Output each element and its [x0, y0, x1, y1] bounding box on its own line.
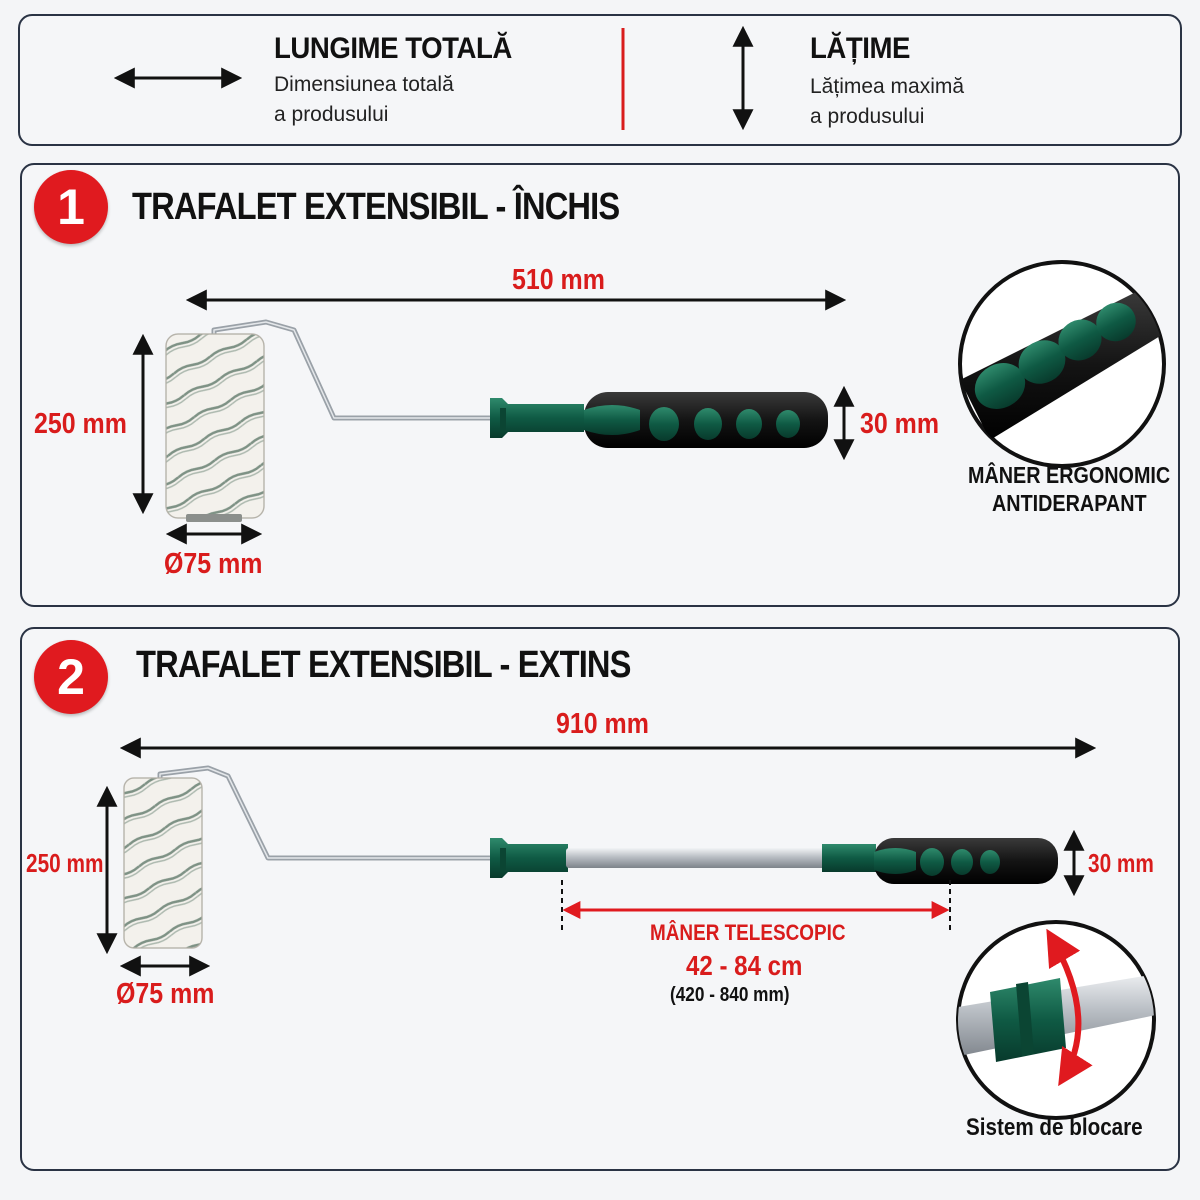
section1-title: TRAFALET EXTENSIBIL - ÎNCHIS [132, 186, 620, 228]
length-desc-line2: a produsului [274, 103, 389, 126]
s2-telescopic-range-mm: (420 - 840 mm) [670, 984, 790, 1006]
rotate-arrow-icon [1046, 928, 1093, 1087]
s1-handle-collar [490, 398, 584, 438]
s2-handle-width: 30 mm [1088, 848, 1154, 878]
s2-grip [822, 838, 1058, 884]
s2-telescopic-label: MÂNER TELESCOPIC [650, 920, 846, 945]
s2-roller-cover [123, 777, 203, 949]
section2-number-badge: 2 [34, 640, 108, 714]
s2-roller-frame [157, 765, 494, 861]
s1-roller-cover [165, 333, 265, 522]
s1-total-length: 510 mm [512, 264, 605, 296]
s2-roller-diameter: Ø75 mm [116, 978, 215, 1010]
section1-number-badge: 1 [34, 170, 108, 244]
s1-roller-diameter: Ø75 mm [164, 548, 263, 580]
s1-grip [584, 392, 828, 448]
width-desc-line2: a produsului [810, 105, 925, 128]
width-desc-line1: Lățimea maximă [810, 75, 965, 98]
s2-lock-callout-circle [956, 920, 1156, 1120]
s1-callout-line2: ANTIDERAPANT [992, 490, 1147, 516]
s2-lock-label: Sistem de blocare [966, 1114, 1143, 1141]
s2-telescopic-range-cm: 42 - 84 cm [686, 950, 803, 981]
length-title: LUNGIME TOTALĂ [274, 32, 512, 65]
s2-roller-length: 250 mm [26, 848, 104, 878]
section2-title: TRAFALET EXTENSIBIL - EXTINS [136, 644, 631, 686]
s1-roller-length: 250 mm [34, 408, 127, 440]
s2-total-length: 910 mm [556, 708, 649, 740]
s1-callout-line1: MÂNER ERGONOMIC [968, 462, 1171, 488]
length-desc-line1: Dimensiunea totală [274, 73, 454, 96]
s1-handle-width: 30 mm [860, 408, 940, 440]
width-title: LĂȚIME [810, 32, 910, 65]
s2-telescopic-tube [566, 848, 828, 868]
s2-handle-collar [490, 838, 568, 878]
s1-grip-callout-circle [958, 260, 1166, 468]
